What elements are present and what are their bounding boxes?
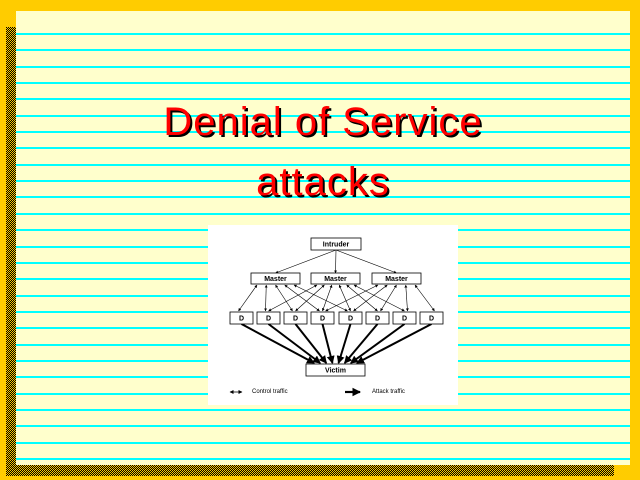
control-arrow: [380, 284, 397, 312]
slide-title-line1: Denial of Service: [163, 100, 483, 144]
ruled-line: [16, 196, 630, 198]
daemon-label: D: [266, 316, 271, 323]
master-label: Master: [385, 276, 408, 283]
master-box: [371, 272, 422, 285]
legend-attack-label: Attack traffic: [372, 389, 405, 395]
attack-arrow: [267, 323, 321, 364]
ruled-line: [16, 180, 630, 182]
ruled-line: [16, 213, 630, 215]
daemon-box: [310, 311, 335, 325]
daemon-label: D: [293, 316, 298, 323]
control-arrow: [321, 284, 333, 312]
ruled-line: [16, 458, 630, 460]
attack-arrow: [336, 323, 352, 364]
master-box: [310, 272, 361, 285]
daemon-box: [392, 311, 417, 325]
daemon-box: [283, 311, 308, 325]
attack-arrow: [321, 323, 335, 364]
ruled-line: [16, 33, 630, 35]
legend-control-label: Control traffic: [252, 389, 288, 395]
daemon-label: D: [348, 316, 353, 323]
ruled-line: [16, 49, 630, 51]
master-label: Master: [324, 276, 347, 283]
ruled-line: [16, 164, 630, 166]
control-arrow: [238, 284, 258, 312]
attack-arrow: [241, 323, 315, 364]
slide-title-line2: attacks: [256, 160, 390, 204]
attack-arrow: [356, 323, 432, 364]
control-arrow: [334, 249, 338, 274]
control-arrow: [335, 249, 397, 274]
daemon-label: D: [375, 316, 380, 323]
control-arrow: [353, 284, 405, 312]
ruled-line: [16, 115, 630, 117]
daemon-box: [338, 311, 363, 325]
intruder-label: Intruder: [323, 242, 350, 249]
ruled-line: [16, 442, 630, 444]
victim-label: Victim: [325, 368, 346, 375]
ruled-line: [16, 66, 630, 68]
daemon-label: D: [239, 316, 244, 323]
attack-arrow: [294, 323, 328, 364]
control-arrow: [338, 284, 351, 312]
control-arrow: [275, 249, 337, 274]
victim-box: [305, 363, 366, 377]
ruled-line: [16, 82, 630, 84]
daemon-box: [365, 311, 390, 325]
master-label: Master: [264, 276, 287, 283]
paper-shadow-bottom: [6, 465, 614, 476]
daemon-label: D: [402, 316, 407, 323]
ruled-line: [16, 147, 630, 149]
daemon-label: D: [429, 316, 434, 323]
control-arrow: [414, 284, 435, 312]
ruled-line: [16, 425, 630, 427]
daemon-box: [256, 311, 281, 325]
control-arrow: [295, 284, 325, 312]
daemon-label: D: [320, 316, 325, 323]
ruled-line: [16, 131, 630, 133]
master-box: [250, 272, 301, 285]
intruder-box: [310, 237, 362, 251]
control-arrow: [264, 284, 268, 312]
ruled-line: [16, 409, 630, 411]
ruled-line: [16, 98, 630, 100]
daemon-box: [419, 311, 444, 325]
control-arrow: [404, 284, 409, 312]
attack-arrow: [350, 323, 406, 364]
paper-shadow-left: [6, 27, 16, 476]
daemon-box: [229, 311, 254, 325]
